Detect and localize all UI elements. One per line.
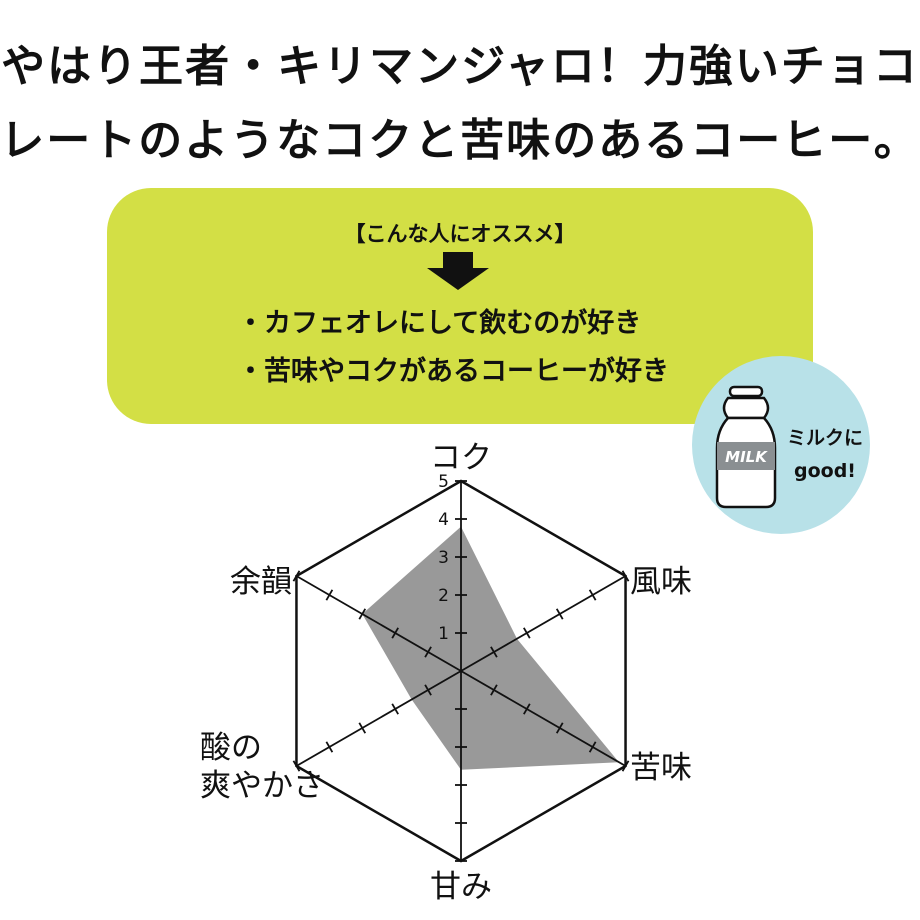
radar-tick-mark: [325, 741, 334, 753]
radar-tick-mark: [292, 570, 301, 582]
radar-tick-mark: [358, 722, 367, 734]
radar-tick-mark: [588, 741, 597, 753]
headline-line-1: やはり王者・キリマンジャロ！力強いチョコ: [1, 41, 919, 92]
radar-axis-label: 甘み: [430, 869, 492, 905]
radar-axis-label: 苦味: [630, 750, 692, 786]
radar-tick-mark: [490, 646, 498, 658]
down-arrow-icon: [427, 252, 489, 290]
radar-axis-label: 風味: [630, 564, 692, 600]
radar-axis-label: 余韻: [230, 564, 292, 600]
radar-spoke: [296, 575, 462, 672]
milk-badge-text: ミルクに good!: [780, 422, 870, 488]
milk-badge: MILK ミルクに good!: [692, 356, 870, 534]
radar-tick-mark: [358, 608, 367, 620]
radar-spoke: [460, 575, 626, 672]
milk-badge-line-1: ミルクに: [786, 427, 863, 449]
radar-data-area: [362, 526, 619, 770]
radar-tick-label: 5: [438, 472, 449, 492]
recommendation-title: 【こんな人にオススメ】: [344, 222, 576, 246]
radar-tick-mark: [391, 703, 399, 715]
radar-tick-mark: [588, 589, 597, 601]
recommendation-item: ・苦味やコクがあるコーヒーが好き: [237, 356, 669, 387]
radar-tick-mark: [555, 722, 564, 734]
recommendation-item: ・カフェオレにして飲むのが好き: [237, 308, 642, 339]
radar-tick-mark: [424, 646, 432, 658]
milk-badge-line-2: good!: [794, 460, 856, 482]
radar-tick-label: 3: [438, 548, 449, 568]
milk-bottle-label: MILK: [725, 448, 768, 466]
radar-tick-mark: [523, 703, 531, 715]
radar-tick-mark: [555, 608, 564, 620]
radar-tick-mark: [424, 684, 432, 696]
milk-bottle-icon: MILK: [715, 385, 777, 509]
radar-tick-mark: [621, 570, 630, 582]
radar-tick-label: 4: [438, 510, 449, 530]
radar-tick-mark: [621, 760, 630, 772]
radar-tick-mark: [325, 589, 334, 601]
radar-tick-mark: [490, 684, 498, 696]
radar-tick-label: 1: [438, 624, 449, 644]
headline: やはり王者・キリマンジャロ！力強いチョコ レートのようなコクと苦味のあるコーヒー…: [0, 30, 920, 178]
radar-tick-mark: [391, 627, 399, 639]
recommendation-list: ・カフェオレにして飲むのが好き ・苦味やコクがあるコーヒーが好き: [237, 300, 669, 396]
radar-tick-mark: [523, 627, 531, 639]
radar-axes: [292, 480, 630, 862]
radar-tick-mark: [292, 760, 301, 772]
recommendation-box: 【こんな人にオススメ】 ・カフェオレにして飲むのが好き ・苦味やコクがあるコーヒ…: [107, 188, 813, 424]
radar-tick-label: 2: [438, 586, 449, 606]
radar-axis-label: コク: [430, 440, 492, 476]
radar-tick-labels: 1 2 3 4 5: [438, 472, 449, 644]
headline-line-2: レートのようなコクと苦味のあるコーヒー。: [0, 115, 920, 166]
radar-axis-label: 酸の爽やかさ: [200, 730, 324, 804]
radar-spoke: [296, 670, 462, 767]
radar-spoke: [460, 670, 626, 767]
